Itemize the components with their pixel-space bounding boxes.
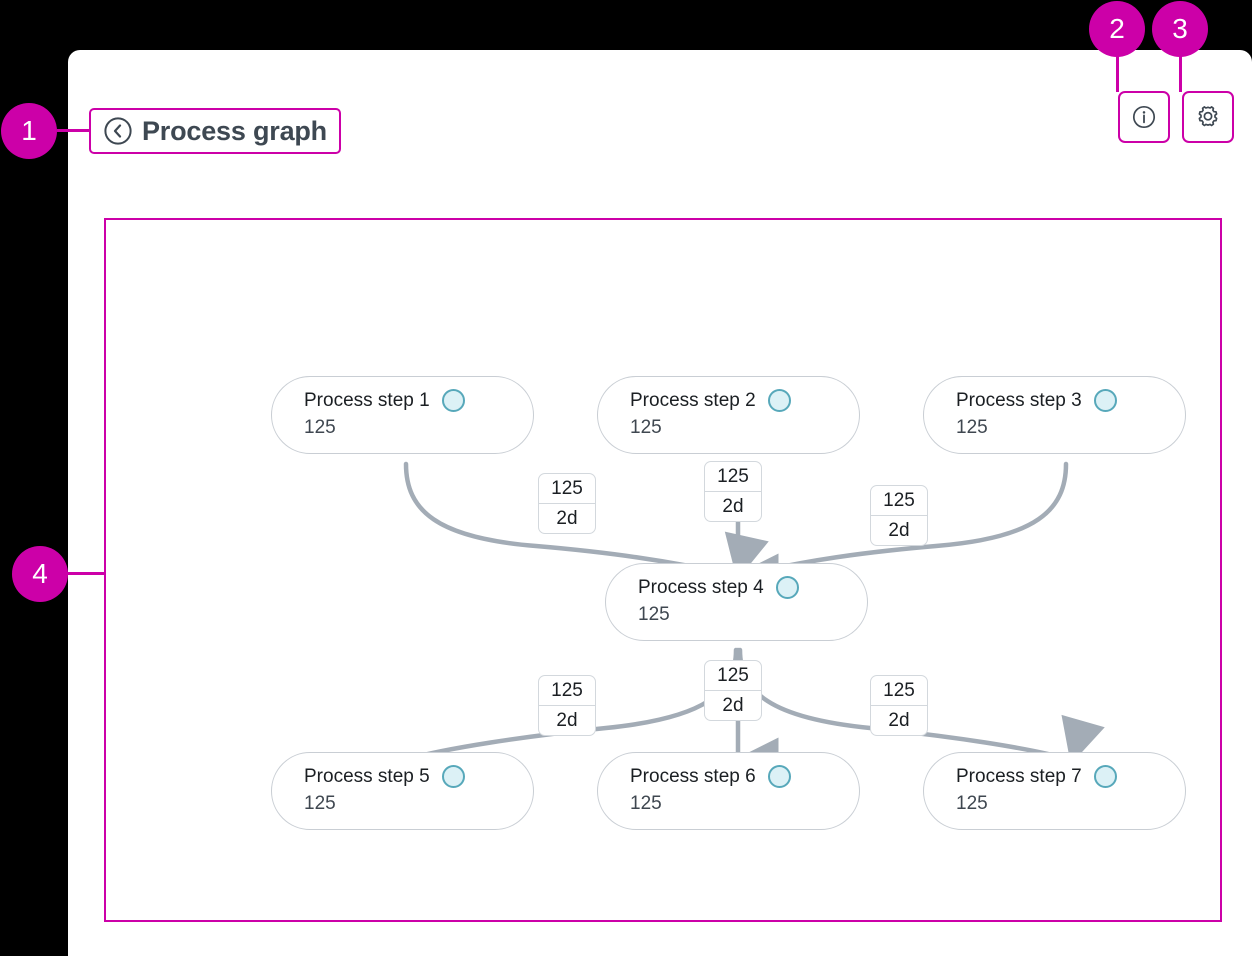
process-node[interactable]: Process step 1 125 [271,376,534,454]
edge-duration: 2d [888,520,910,541]
info-circle-icon [1132,105,1156,129]
node-title: Process step 4 [638,576,764,598]
edge-count: 125 [705,462,761,492]
node-title: Process step 3 [956,389,1082,411]
node-value: 125 [630,417,662,438]
callout-marker-2: 2 [1089,1,1145,57]
graph-container: Process step 1 125 Process step 2 125 Pr… [104,218,1222,922]
node-header: Process step 3 [956,389,1161,412]
node-title: Process step 7 [956,765,1082,787]
edge-label[interactable]: 125 2d [538,473,596,534]
process-node[interactable]: Process step 2 125 [597,376,860,454]
info-button[interactable] [1118,91,1170,143]
callout-leader-3 [1179,44,1182,92]
app-card: Process graph [68,50,1252,956]
edge-duration: 2d [722,496,744,517]
edge-label[interactable]: 125 2d [704,660,762,721]
node-value: 125 [638,604,670,625]
edge-duration: 2d [556,508,578,529]
edge-count: 125 [539,474,595,504]
node-title: Process step 1 [304,389,430,411]
edge-duration: 2d [888,710,910,731]
process-node[interactable]: Process step 4 125 [605,563,868,641]
callout-leader-1 [57,129,91,132]
callout-marker-4: 4 [12,546,68,602]
node-value: 125 [304,417,336,438]
edge-count: 125 [871,486,927,516]
edge-count: 125 [871,676,927,706]
gear-icon [1198,106,1218,127]
edge-duration: 2d [722,695,744,716]
callout-leader-4 [62,572,106,575]
edge-label[interactable]: 125 2d [704,461,762,522]
edge-label[interactable]: 125 2d [538,675,596,736]
status-circle-icon [775,576,799,599]
node-value: 125 [956,793,988,814]
status-circle-icon [767,765,791,788]
node-header: Process step 1 [304,389,509,412]
header-actions [1118,91,1234,143]
node-title: Process step 2 [630,389,756,411]
edge-label[interactable]: 125 2d [870,485,928,546]
edge-count: 125 [705,661,761,691]
node-header: Process step 4 [638,576,843,599]
node-header: Process step 2 [630,389,835,412]
node-header: Process step 5 [304,765,509,788]
status-circle-icon [1093,765,1117,788]
node-value: 125 [630,793,662,814]
callout-marker-3: 3 [1152,1,1208,57]
edge-count: 125 [539,676,595,706]
status-circle-icon [441,765,465,788]
node-value: 125 [304,793,336,814]
page-header: Process graph [89,108,341,154]
edge-label[interactable]: 125 2d [870,675,928,736]
process-node[interactable]: Process step 6 125 [597,752,860,830]
status-circle-icon [1093,389,1117,412]
callout-leader-2 [1116,44,1119,92]
process-node[interactable]: Process step 7 125 [923,752,1186,830]
chevron-left-circle-icon[interactable] [103,116,133,146]
graph-canvas: Process step 1 125 Process step 2 125 Pr… [106,220,1220,920]
page-title: Process graph [142,115,327,146]
edge-duration: 2d [556,710,578,731]
status-circle-icon [441,389,465,412]
node-header: Process step 7 [956,765,1161,788]
node-title: Process step 6 [630,765,756,787]
settings-button[interactable] [1182,91,1234,143]
node-header: Process step 6 [630,765,835,788]
callout-marker-1: 1 [1,103,57,159]
process-node[interactable]: Process step 3 125 [923,376,1186,454]
node-title: Process step 5 [304,765,430,787]
node-value: 125 [956,417,988,438]
status-circle-icon [767,389,791,412]
process-node[interactable]: Process step 5 125 [271,752,534,830]
